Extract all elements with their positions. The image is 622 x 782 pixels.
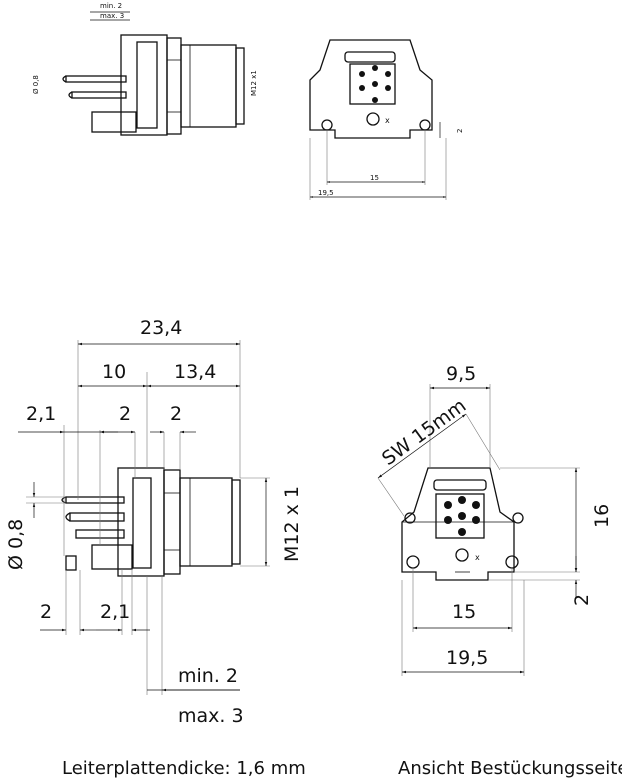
thumb-width-19-5: 19,5	[318, 189, 334, 197]
dim-width-9-5: 9,5	[446, 363, 476, 385]
dim-length-13-4: 13,4	[174, 361, 216, 383]
dim-min-2: min. 2	[178, 665, 238, 687]
caption-view-side: Ansicht Bestückungsseite	[398, 758, 622, 779]
dim-overall-length: 23,4	[140, 317, 182, 339]
front-x-mark: x	[475, 553, 480, 562]
dim-length-10: 10	[102, 361, 126, 383]
thumb-height-2: 2	[456, 129, 464, 133]
caption-board-thickness: Leiterplattendicke: 1,6 mm	[62, 758, 306, 779]
thumb-x-mark: x	[385, 116, 390, 125]
dim-2-b: 2	[170, 403, 182, 425]
thumb-side-view: min. 2 max. 3 Ø 0,8 M12 x1	[32, 2, 258, 136]
dim-height-16: 16	[591, 504, 613, 528]
thumb-pin-dia: Ø 0,8	[32, 75, 40, 94]
thumb-thread: M12 x1	[250, 70, 258, 96]
dim-2-1-top: 2,1	[26, 403, 56, 425]
dim-2-a: 2	[119, 403, 131, 425]
dim-pin-diameter: Ø 0,8	[5, 519, 27, 570]
side-view: 23,4 10 13,4 2,1 2 2 Ø 0,8 M12 x 1 2 2,1…	[5, 317, 303, 727]
thumb-front-view: x 15 19,5 2	[309, 39, 464, 200]
thumb-width-15: 15	[370, 174, 379, 182]
dim-max-3: max. 3	[178, 705, 244, 727]
thumb-min-label: min. 2	[100, 2, 122, 10]
dim-wrench-size: SW 15mm	[378, 395, 470, 470]
dim-2-1-bottom: 2,1	[100, 601, 130, 623]
front-view: x 9,5 SW 15mm 16 2 15 19,5	[377, 363, 613, 676]
dim-height-2: 2	[571, 594, 593, 606]
thumb-max-label: max. 3	[100, 12, 124, 20]
dim-width-19-5: 19,5	[446, 647, 488, 669]
dim-2-bottom: 2	[40, 601, 52, 623]
dim-width-15: 15	[452, 601, 476, 623]
dim-thread: M12 x 1	[281, 486, 303, 562]
